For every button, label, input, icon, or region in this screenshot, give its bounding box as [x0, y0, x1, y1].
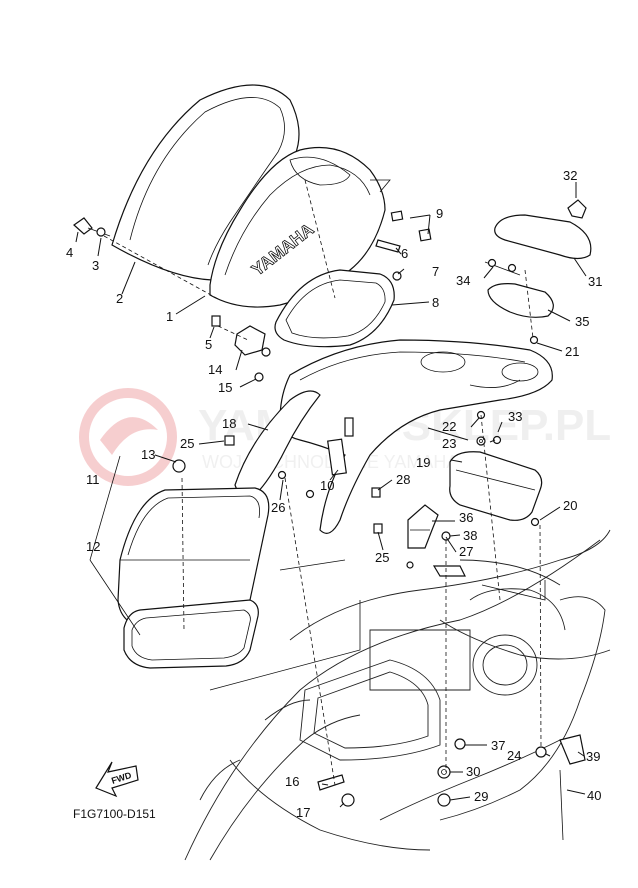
callout-3: 3	[92, 258, 99, 273]
callout-39: 39	[586, 749, 600, 764]
callout-7: 7	[432, 264, 439, 279]
part-19-glove-box	[449, 451, 543, 521]
part-31-lid	[494, 214, 592, 260]
callout-10: 10	[320, 478, 334, 493]
callout-5: 5	[205, 337, 212, 352]
callout-8: 8	[432, 295, 439, 310]
callout-24: 24	[507, 748, 521, 763]
callout-19: 19	[416, 455, 430, 470]
callout-36: 36	[459, 510, 473, 525]
callout-33: 33	[508, 409, 522, 424]
callout-27: 27	[459, 544, 473, 559]
callout-13: 13	[141, 447, 155, 462]
fwd-arrow-icon: FWD	[95, 761, 139, 798]
part-36-latch	[407, 504, 439, 549]
callout-35: 35	[575, 314, 589, 329]
callout-22: 22	[442, 419, 456, 434]
part-8-seal	[274, 269, 395, 348]
callout-32: 32	[563, 168, 577, 183]
callout-18: 18	[222, 416, 236, 431]
callout-23: 23	[442, 436, 456, 451]
callout-2: 2	[116, 291, 123, 306]
part-12-bin-seal	[123, 599, 259, 669]
callout-21: 21	[565, 344, 579, 359]
callout-9: 9	[436, 206, 443, 221]
callout-28: 28	[396, 472, 410, 487]
part-1-hood: YAMAHA	[209, 146, 391, 308]
deck-frame	[234, 339, 553, 534]
callout-1: 1	[166, 309, 173, 324]
callout-6: 6	[401, 246, 408, 261]
callout-4: 4	[66, 245, 73, 260]
callout-17: 17	[296, 805, 310, 820]
leader-lines	[75, 182, 587, 808]
callout-34: 34	[456, 273, 470, 288]
callout-11: 11	[86, 472, 100, 487]
callout-20: 20	[563, 498, 577, 513]
callout-38: 38	[463, 528, 477, 543]
reference-lines	[89, 179, 546, 786]
callout-labels: 1 2 3 4 5 6 7 8 9 10 11 12 13 14 15 16 1…	[66, 168, 602, 820]
callout-30: 30	[466, 764, 480, 779]
callout-14: 14	[208, 362, 222, 377]
callout-25a: 25	[180, 436, 194, 451]
callout-15: 15	[218, 380, 232, 395]
drawing-code: F1G7100-D151	[73, 807, 156, 821]
callout-26: 26	[271, 500, 285, 515]
callout-40: 40	[587, 788, 601, 803]
callout-25b: 25	[375, 550, 389, 565]
callout-37: 37	[491, 738, 505, 753]
callout-12: 12	[86, 539, 100, 554]
hull-outline	[184, 529, 611, 861]
part-35-pad	[487, 283, 554, 318]
callout-31: 31	[588, 274, 602, 289]
callout-29: 29	[474, 789, 488, 804]
part-10-bracket	[327, 417, 354, 476]
callout-16: 16	[285, 774, 299, 789]
